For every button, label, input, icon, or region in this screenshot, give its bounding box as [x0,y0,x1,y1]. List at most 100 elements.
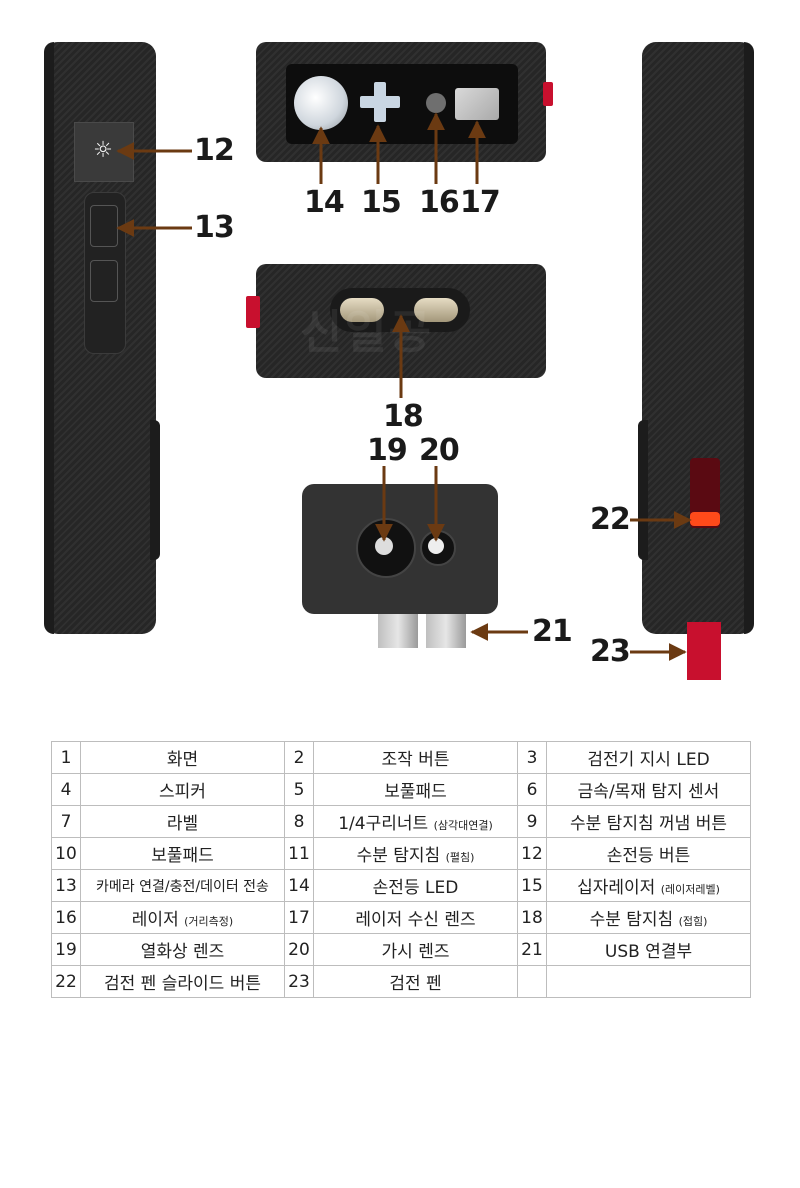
callout-arrows [116,112,692,661]
part-number: 19 [51,933,81,966]
callout-16: 16 [419,185,460,220]
part-label: USB 연결부 [546,933,751,966]
part-number: 13 [51,869,81,902]
callout-19: 19 [367,433,408,468]
part-number: 17 [284,901,314,934]
part-number [517,965,547,998]
part-label-note: (펼침) [445,851,475,864]
pen-slide-button[interactable] [690,512,720,526]
part-label: 레이저 수신 렌즈 [313,901,518,934]
part-label-note: (레이저레벨) [660,883,720,896]
callout-17: 17 [460,185,501,220]
part-label: 레이저 (거리측정) [80,901,285,934]
part-label: 검전 펜 슬라이드 버튼 [80,965,285,998]
part-label-text: USB 연결부 [604,942,693,962]
part-label-text: 레이저 [131,910,185,930]
part-label: 보풀패드 [313,773,518,806]
part-label-text: 손전등 LED [372,878,459,898]
part-label-note: (거리측정) [184,915,234,928]
part-number: 7 [51,805,81,838]
callout-22: 22 [590,502,631,537]
part-label-text: 십자레이저 [577,878,661,898]
left-side-grip [150,420,160,560]
part-number: 10 [51,837,81,870]
callout-15: 15 [361,185,402,220]
part-label-text: 레이저 수신 렌즈 [355,910,476,930]
part-label: 금속/목재 탐지 센서 [546,773,751,806]
part-label-text: 스피커 [159,782,206,802]
side-red-tab-bottom [246,296,260,328]
port-cover-bottom-icon [90,260,118,302]
sun-icon: ☼ [93,138,113,163]
part-number: 9 [517,805,547,838]
usb-connector [378,612,468,648]
flashlight-led [294,76,348,130]
part-label-text: 조작 버튼 [381,750,450,770]
right-side-edge [744,42,754,634]
part-number: 22 [51,965,81,998]
part-label: 수분 탐지침 (접힘) [546,901,751,934]
part-label-text: 열화상 렌즈 [140,942,225,962]
callout-13: 13 [194,210,235,245]
moisture-probe-left [340,298,384,322]
part-label-text: 보풀패드 [151,846,214,866]
moisture-probe-right [414,298,458,322]
part-label: 카메라 연결/충전/데이터 전송 [80,869,285,902]
part-number: 18 [517,901,547,934]
part-label-text: 수분 탐지침 꺼냄 버튼 [570,814,727,834]
part-label: 가시 렌즈 [313,933,518,966]
part-label: 보풀패드 [80,837,285,870]
part-number: 8 [284,805,314,838]
part-number: 1 [51,741,81,774]
callout-14: 14 [304,185,345,220]
callout-20: 20 [419,433,460,468]
part-number: 12 [517,837,547,870]
part-label: 조작 버튼 [313,741,518,774]
part-label-text: 수분 탐지침 [589,910,679,930]
part-label: 십자레이저 (레이저레벨) [546,869,751,902]
part-label-text: 1/4구리너트 [338,814,434,834]
part-number: 21 [517,933,547,966]
part-number: 15 [517,869,547,902]
part-label-text: 화면 [166,750,199,770]
part-label-note: (삼각대연결) [433,819,493,832]
callout-21: 21 [532,614,573,649]
part-number: 3 [517,741,547,774]
part-label-text: 손전등 버튼 [606,846,691,866]
part-number: 16 [51,901,81,934]
voltage-pen [687,622,721,680]
table-row: 10 보풀패드 11 수분 탐지침 (펼침) 12 손전등 버튼 [51,837,751,870]
part-label: 1/4구리너트 (삼각대연결) [313,805,518,838]
part-label-text: 검전 펜 [389,974,442,994]
part-label-text: 수분 탐지침 [356,846,446,866]
part-label: 수분 탐지침 꺼냄 버튼 [546,805,751,838]
part-label: 검전 펜 [313,965,518,998]
part-label-text: 라벨 [166,814,199,834]
part-label: 스피커 [80,773,285,806]
part-label-text: 금속/목재 탐지 센서 [577,782,720,802]
part-number: 5 [284,773,314,806]
part-number: 6 [517,773,547,806]
part-number: 20 [284,933,314,966]
part-label: 열화상 렌즈 [80,933,285,966]
part-label-text: 카메라 연결/충전/데이터 전송 [96,878,269,895]
part-label: 라벨 [80,805,285,838]
part-label-text: 검전기 지시 LED [587,750,710,770]
side-red-tab-top [543,82,553,106]
part-label-note: (접힘) [678,915,708,928]
visible-lens-center [428,538,444,554]
distance-laser-lens [426,93,446,113]
part-label-text: 검전 펜 슬라이드 버튼 [104,974,261,994]
laser-receiver-lens [455,88,499,120]
part-number: 11 [284,837,314,870]
cross-laser-lens [360,82,400,122]
right-side-grip [638,420,648,560]
part-number: 4 [51,773,81,806]
